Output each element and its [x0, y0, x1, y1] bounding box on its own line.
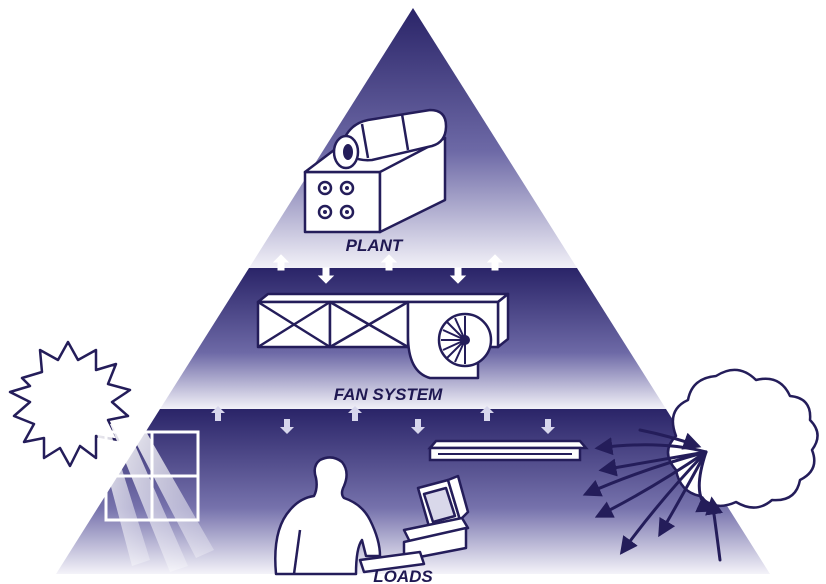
- cloud-icon: [668, 370, 818, 508]
- light-fixture-icon: [430, 441, 586, 460]
- plant-label: PLANT: [346, 236, 404, 255]
- fan-system-label: FAN SYSTEM: [334, 385, 443, 404]
- loads-label: LOADS: [373, 567, 433, 584]
